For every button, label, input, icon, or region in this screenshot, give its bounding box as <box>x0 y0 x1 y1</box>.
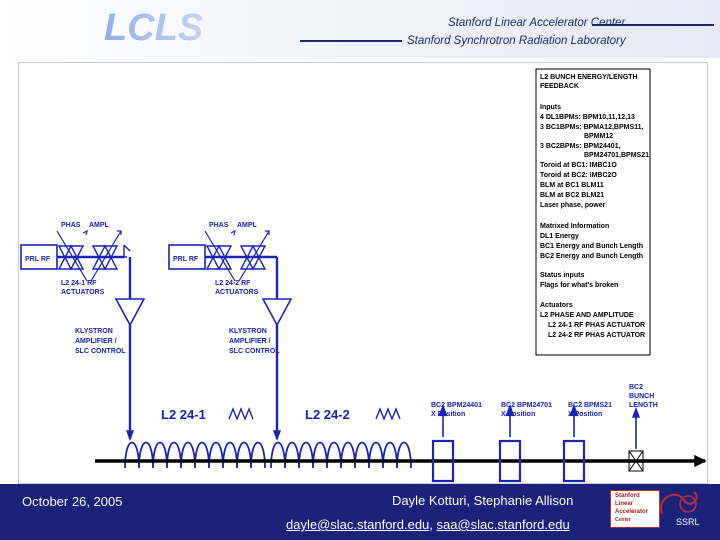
actuators-heading: Actuators <box>540 302 573 309</box>
svg-text:LCLS: LCLS <box>104 7 203 48</box>
accelerator-section-1 <box>124 441 266 469</box>
info-box <box>535 68 651 356</box>
actuator-line: L2 PHASE AND AMPLITUDE <box>540 312 634 319</box>
slac-logo-line: Stanford <box>615 493 640 499</box>
input-line: BPMM12 <box>584 133 613 140</box>
slac-logo: Stanford Linear Accelerator Center <box>610 490 660 528</box>
input-line: 4 DL1BPMs: BPM10,11,12,13 <box>540 114 635 121</box>
org-name-ssrl: Stanford Synchrotron Radiation Laborator… <box>407 35 626 47</box>
email-link-saa[interactable]: saa@slac.stanford.edu <box>436 517 570 532</box>
accelerator-section-2 <box>270 441 412 469</box>
input-line: 3 BC2BPMs: BPM24401, <box>540 143 621 150</box>
email-link-dayle[interactable]: dayle@slac.stanford.edu <box>286 517 430 532</box>
info-title-1: L2 BUNCH ENERGY/LENGTH <box>540 74 638 81</box>
actuator-line: L2 24-1 RF PHAS ACTUATOR <box>548 322 645 329</box>
ampl-label-right: AMPL <box>237 222 258 229</box>
bpm-label-1-line1: BC2 BPM24401 <box>431 402 482 409</box>
org-name-slac: Stanford Linear Accelerator Center <box>448 17 626 29</box>
bunch-length-label-1: BC2 <box>629 384 643 391</box>
slac-logo-line: Center <box>615 517 631 523</box>
bpm-monitor-2 <box>498 403 522 483</box>
klystron-left <box>114 298 146 327</box>
slide-body: L2 BUNCH ENERGY/LENGTH FEEDBACK Inputs 4… <box>18 62 708 484</box>
footer-authors: Dayle Kotturi, Stephanie Allison <box>392 493 574 508</box>
bpm-label-3-line2: X Position <box>568 411 602 418</box>
footer-emails: dayle@slac.stanford.edu, saa@slac.stanfo… <box>286 517 570 532</box>
footer-date: October 26, 2005 <box>22 494 123 509</box>
klystron-label-left-1: KLYSTRON <box>75 328 113 335</box>
bunch-length-monitor <box>628 407 644 472</box>
status-line: Flags for what's broken <box>540 282 618 289</box>
actuator-label-right-2: ACTUATORS <box>215 289 259 296</box>
input-line: 3 BC1BPMs: BPMA12,BPMS11, <box>540 124 644 131</box>
matrix-heading: Matrixed Information <box>540 223 609 230</box>
bpm-label-1-line2: X Position <box>431 411 465 418</box>
klystron-right <box>261 298 293 327</box>
header-rule-top <box>592 24 714 26</box>
input-line: BPM24701,BPMS21 <box>584 152 649 159</box>
section-label-24-1: L2 24-1 <box>161 407 206 422</box>
matrix-line: BC1 Energy and Bunch Length <box>540 243 643 250</box>
klystron-label-right-3: SLC CONTROL <box>229 348 280 355</box>
prl-rf-right-label: PRL RF <box>173 256 199 263</box>
ssrl-logo-icon <box>659 491 698 515</box>
bpm-label-2-line1: BC2 BPM24701 <box>501 402 552 409</box>
matrix-line: BC2 Energy and Bunch Length <box>540 253 643 260</box>
status-heading: Status inputs <box>540 272 584 279</box>
matrix-line: DL1 Energy <box>540 233 579 240</box>
bpm-monitor-3 <box>562 403 586 483</box>
actuator-line: L2 24-2 RF PHAS ACTUATOR <box>548 332 645 339</box>
slide-footer: October 26, 2005 Dayle Kotturi, Stephani… <box>0 484 720 540</box>
phas-label-left: PHAS <box>61 222 81 229</box>
bpm-label-2-line2: X Position <box>501 411 535 418</box>
klystron-label-right-1: KLYSTRON <box>229 328 267 335</box>
waveguide-left <box>228 407 254 421</box>
input-line: BLM at BC1 BLM11 <box>540 182 604 189</box>
klystron-label-left-3: SLC CONTROL <box>75 348 126 355</box>
actuator-label-left-1: L2 24-1 RF <box>61 280 97 287</box>
feedback-diagram: L2 BUNCH ENERGY/LENGTH FEEDBACK Inputs 4… <box>20 68 707 483</box>
input-line: Toroid at BC2: IMBC2O <box>540 172 617 179</box>
input-line: Laser phase, power <box>540 202 606 209</box>
waveguide-right <box>375 407 401 421</box>
input-line: BLM at BC2 BLM21 <box>540 192 604 199</box>
ssrl-label: SSRL <box>676 517 700 527</box>
prl-rf-left-label: PRL RF <box>25 256 51 263</box>
phas-label-right: PHAS <box>209 222 229 229</box>
slac-logo-line: Linear <box>615 501 634 507</box>
klystron-label-left-2: AMPLIFIER / <box>75 338 117 345</box>
email-separator: , <box>429 517 437 532</box>
actuator-label-right-1: L2 24-2 RF <box>215 280 251 287</box>
klystron-label-right-2: AMPLIFIER / <box>229 338 271 345</box>
ampl-label-left: AMPL <box>89 222 110 229</box>
lcls-logo: LCLS <box>104 7 203 48</box>
bunch-length-label-2: BUNCH <box>629 393 654 400</box>
slac-logo-line: Accelerator <box>615 509 649 515</box>
bpm-monitor-1 <box>431 403 455 483</box>
actuator-label-left-2: ACTUATORS <box>61 289 105 296</box>
bunch-length-label-3: LENGTH <box>629 402 658 409</box>
slide-header: LCLS Stanford Linear Accelerator Center … <box>0 0 720 58</box>
section-label-24-2: L2 24-2 <box>305 407 350 422</box>
inputs-heading: Inputs <box>540 104 561 111</box>
bpm-label-3-line1: BC2 BPMS21 <box>568 402 612 409</box>
input-line: Toroid at BC1: IMBC1O <box>540 162 617 169</box>
info-title-2: FEEDBACK <box>540 83 579 90</box>
header-rule-bottom <box>300 40 402 42</box>
